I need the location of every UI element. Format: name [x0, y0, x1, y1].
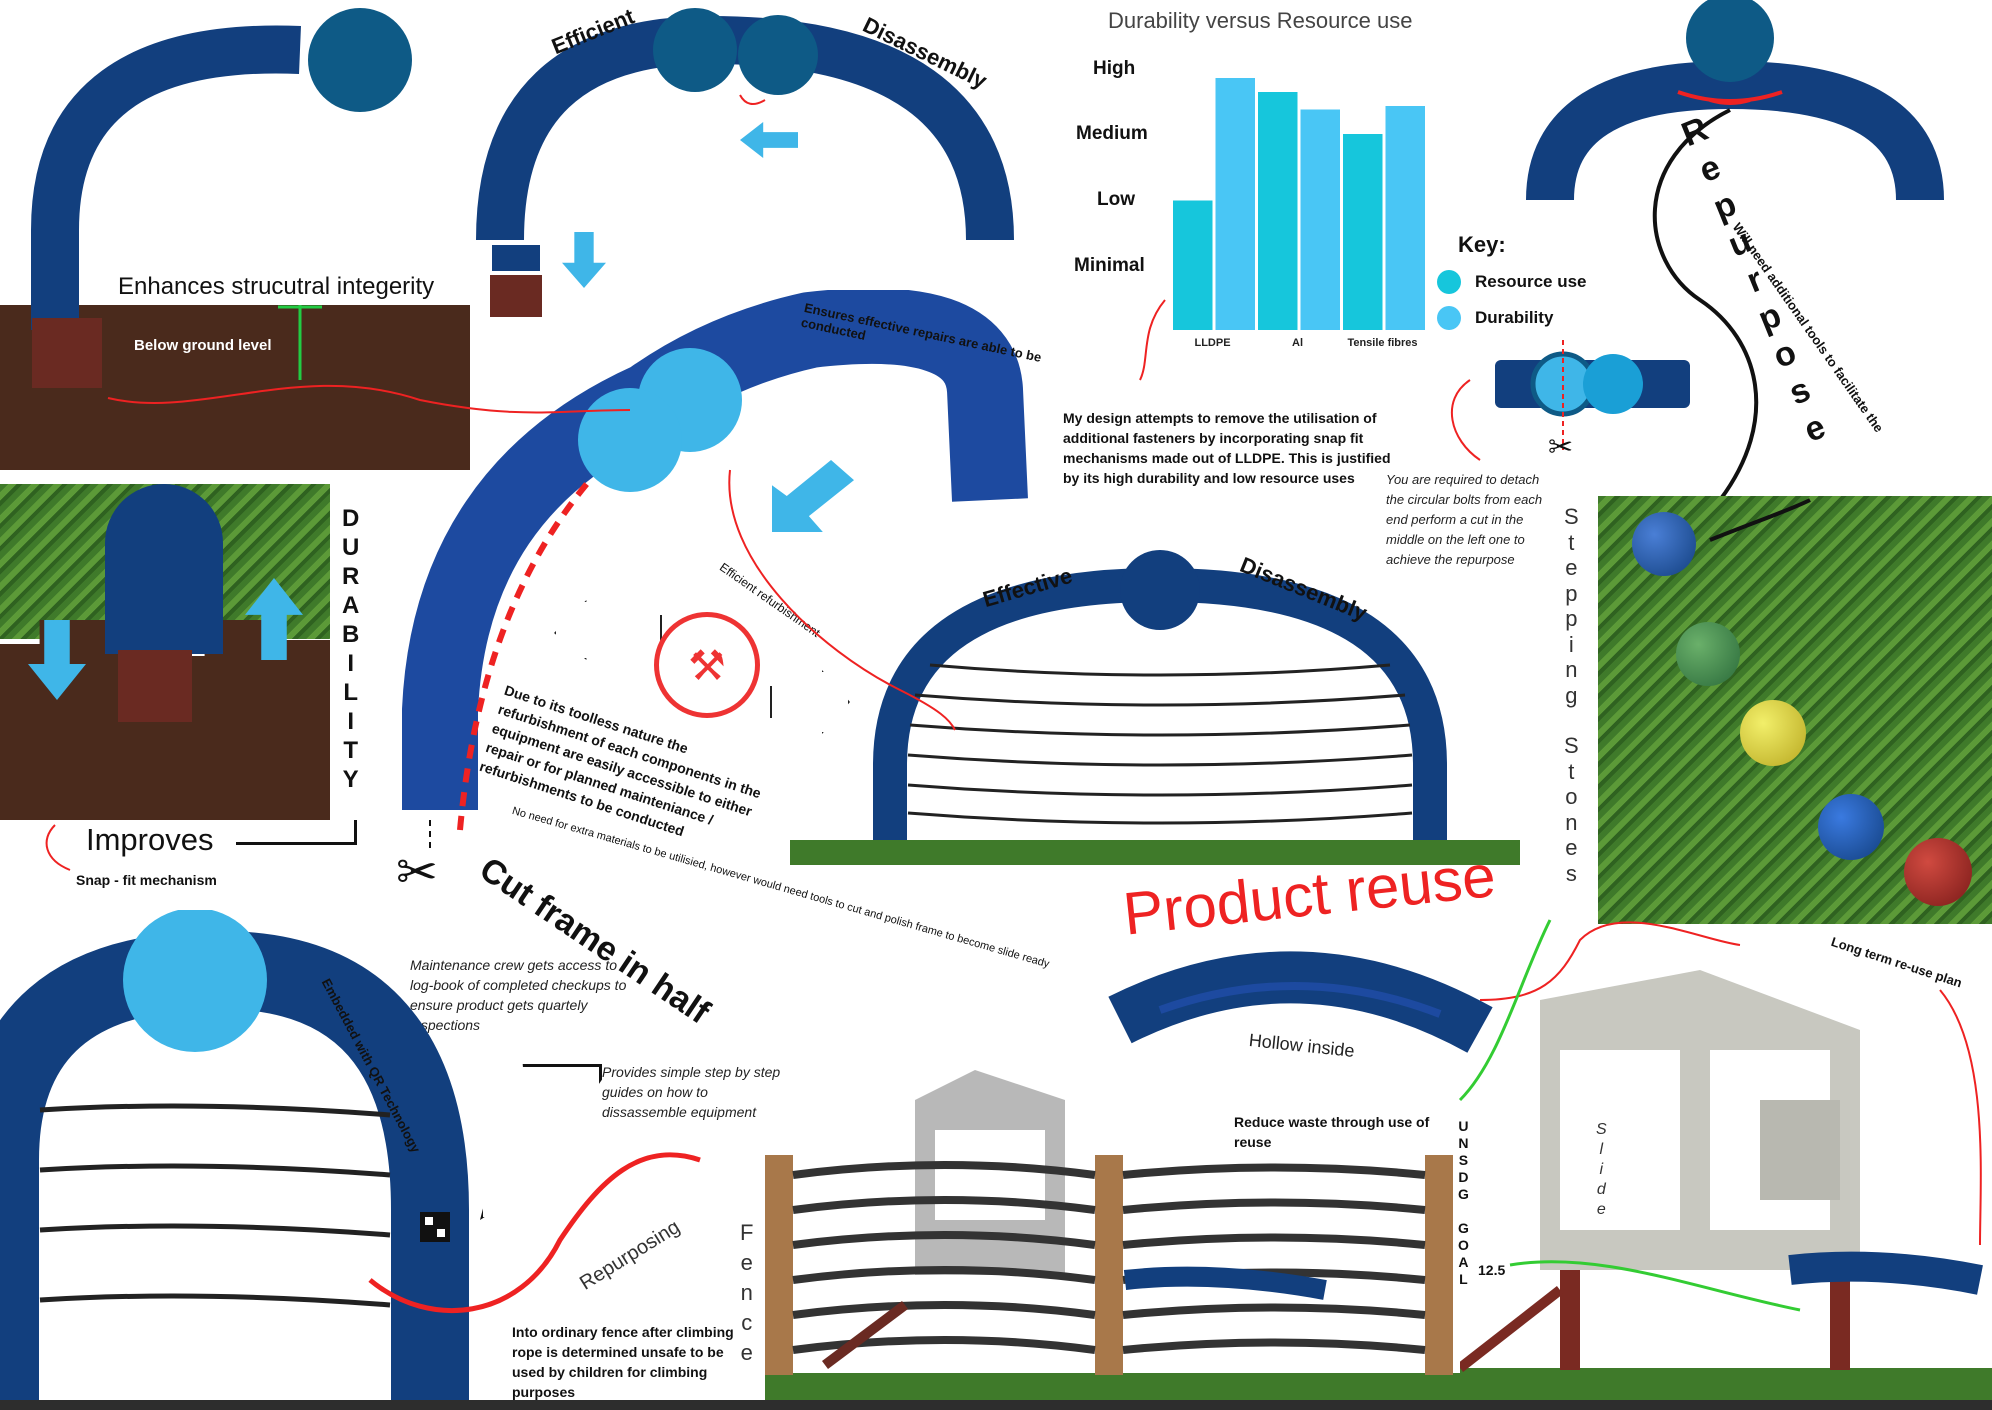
snap-fit-label: Snap - fit mechanism — [76, 872, 217, 888]
y-tick-minimal: Minimal — [1074, 255, 1145, 276]
x-tick-label: LLDPE — [1194, 337, 1230, 349]
bar-durability-al — [1300, 109, 1340, 330]
scissors-icon-small: ✂ — [1548, 431, 1574, 464]
legend-label-resource: Resource use — [1475, 272, 1587, 291]
legend-label-durability: Durability — [1475, 308, 1554, 327]
y-tick-medium: Medium — [1076, 123, 1148, 144]
detach-note: You are required to detach the circular … — [1386, 472, 1543, 567]
design-note: My design attempts to remove the utilisa… — [1063, 410, 1391, 486]
below-ground-label: Below ground level — [134, 337, 272, 354]
y-tick-high: High — [1093, 58, 1136, 79]
detach-connector — [1495, 340, 1690, 450]
bar-resource-use-al — [1258, 92, 1298, 330]
legend-swatch-resource — [1437, 270, 1461, 294]
fence-note: Into ordinary fence after climbing rope … — [512, 1324, 734, 1400]
legend-swatch-durability — [1437, 306, 1461, 330]
x-tick-label: Al — [1292, 337, 1303, 349]
no-tools-icon: ⚒ — [654, 612, 760, 718]
slide-playhouse — [1460, 970, 1992, 1400]
chart-title: Durability versus Resource use — [1108, 8, 1413, 33]
bar-resource-use-lldpe — [1173, 200, 1213, 330]
bottom-bar — [0, 1400, 1992, 1410]
step-guides-note: Provides simple step by step guides on h… — [602, 1064, 781, 1120]
bar-resource-use-tensile-fibres — [1343, 134, 1383, 330]
y-tick-low: Low — [1097, 189, 1135, 210]
sdg-number: 12.5 — [1478, 1262, 1506, 1278]
legend-title: Key: — [1458, 232, 1506, 257]
enhances-label: Enhances strucutral integerity — [118, 273, 435, 300]
durability-frame-leg — [105, 484, 223, 654]
x-tick-label: Tensile fibres — [1347, 337, 1417, 349]
scissors-icon-large: ✂ — [396, 844, 438, 900]
durability-base — [118, 650, 192, 722]
bar-durability-lldpe — [1215, 78, 1255, 330]
stone-blue-2 — [1818, 794, 1884, 860]
stone-blue-1 — [1632, 512, 1696, 576]
fence-playhouse — [765, 1070, 1465, 1400]
frame-half-hollow — [1108, 951, 1493, 1053]
bar-chart: LLDPE Al Tensile fibres — [1173, 78, 1425, 349]
bar-durability-tensile-fibres — [1385, 106, 1425, 330]
frame-curved-repair — [402, 290, 1028, 850]
frame-arch-effective — [790, 550, 1520, 865]
frame-arch-top-right — [1526, 0, 1944, 500]
improves-bracket — [236, 820, 357, 845]
frame-arch-qr — [0, 910, 469, 1400]
frame-arch-top-left — [30, 8, 412, 388]
maintenance-note: Maintenance crew gets access to log-book… — [410, 957, 627, 1033]
reduce-waste-note: Reduce waste through use of reuse — [1234, 1114, 1430, 1150]
stone-red — [1904, 838, 1972, 906]
frame-arch-efficient — [476, 8, 1014, 317]
stone-yellow — [1740, 700, 1806, 766]
stone-green — [1676, 622, 1740, 686]
improves-label: Improves — [86, 822, 214, 857]
